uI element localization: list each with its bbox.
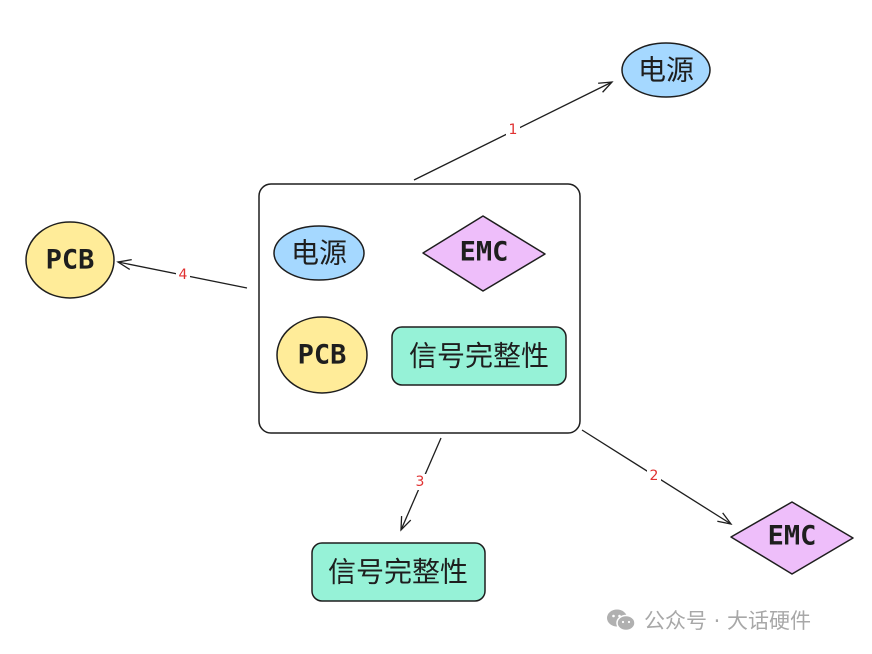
outer-node-emc-label: EMC: [768, 521, 817, 552]
edge-3-label: 3: [416, 474, 425, 490]
edge-4-label: 4: [179, 267, 188, 283]
outer-node-pcb-label: PCB: [46, 245, 95, 276]
watermark-text: 公众号 · 大话硬件: [644, 609, 812, 633]
watermark: 公众号 · 大话硬件: [606, 605, 811, 635]
inner-node-signal-integrity[interactable]: 信号完整性: [391, 326, 567, 386]
inner-node-emc-label: EMC: [460, 237, 509, 268]
edge-1-label: 1: [509, 122, 518, 138]
inner-node-power[interactable]: 电源: [273, 225, 365, 281]
edge-4[interactable]: 4: [116, 259, 248, 289]
inner-node-signal-integrity-label: 信号完整性: [409, 340, 549, 373]
group-container[interactable]: [258, 183, 581, 434]
outer-node-pcb[interactable]: PCB: [25, 221, 115, 299]
wechat-icon: [607, 609, 636, 632]
inner-node-pcb[interactable]: PCB: [276, 316, 368, 394]
inner-node-emc[interactable]: EMC: [422, 215, 546, 292]
outer-node-signal-integrity[interactable]: 信号完整性: [311, 542, 486, 602]
edge-2[interactable]: 2: [581, 429, 733, 525]
edge-3[interactable]: 3: [400, 437, 442, 532]
edge-2-label: 2: [650, 468, 659, 484]
edge-1[interactable]: 1: [413, 81, 614, 181]
outer-node-power[interactable]: 电源: [621, 42, 711, 98]
inner-node-pcb-label: PCB: [298, 340, 347, 371]
inner-node-power-label: 电源: [291, 237, 347, 270]
outer-node-emc[interactable]: EMC: [730, 501, 854, 575]
outer-node-power-label: 电源: [638, 54, 694, 87]
outer-node-signal-integrity-label: 信号完整性: [328, 556, 468, 589]
